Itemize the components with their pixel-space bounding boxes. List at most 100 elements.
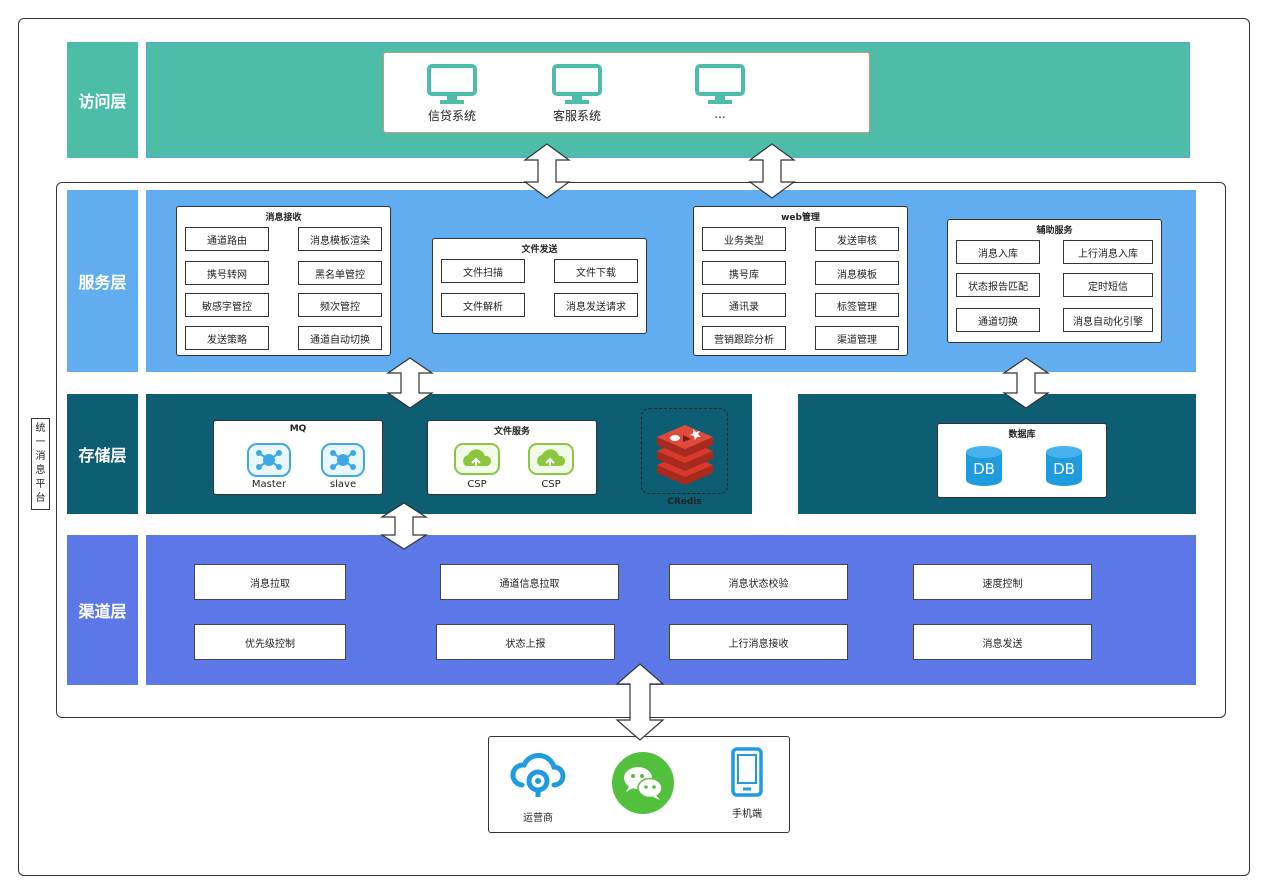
- cloud-upload-icon: [528, 443, 574, 475]
- access-systems-panel: 信贷系统 客服系统 ...: [383, 52, 870, 133]
- service-item: 上行消息入库: [1063, 240, 1153, 264]
- endpoint-label: 运营商: [523, 813, 553, 824]
- file-send-panel: 文件发送 文件扫描 文件下载 文件解析 消息发送请求: [432, 238, 647, 334]
- access-system-name: ...: [714, 107, 726, 121]
- service-item: 定时短信: [1063, 273, 1153, 297]
- service-item: 营销跟踪分析: [702, 326, 786, 350]
- panel-title: 文件服务: [493, 427, 530, 437]
- panel-title: web管理: [781, 213, 820, 223]
- service-item: 消息自动化引擎: [1063, 308, 1153, 332]
- service-item: 通道自动切换: [298, 326, 382, 350]
- service-item: 携号库: [702, 261, 786, 285]
- monitor-icon: [695, 64, 745, 104]
- channel-item: 优先级控制: [194, 624, 346, 660]
- panel-title: 辅助服务: [1036, 226, 1073, 236]
- database-icon: [1046, 446, 1082, 486]
- service-item: 通道路由: [185, 227, 269, 251]
- channel-item: 速度控制: [913, 564, 1092, 600]
- access-system-name: 信贷系统: [427, 109, 476, 123]
- channel-item: 上行消息接收: [669, 624, 848, 660]
- service-layer-label-text: 服务层: [78, 273, 127, 292]
- access-system-name: 客服系统: [552, 109, 601, 123]
- endpoint-operator: 运营商: [503, 747, 573, 827]
- service-item: 消息入库: [956, 240, 1040, 264]
- endpoints-panel: 运营商 手机端: [488, 736, 790, 833]
- redis-box: CRedis: [641, 408, 728, 507]
- service-item: 通道切换: [956, 308, 1040, 332]
- mq-node-icon: [247, 443, 291, 477]
- endpoint-label: 手机端: [732, 809, 762, 820]
- panel-title: 数据库: [1008, 430, 1036, 440]
- file-service-node-label: CSP: [467, 479, 487, 490]
- monitor-icon: [427, 64, 477, 104]
- endpoint-phone: 手机端: [717, 747, 777, 827]
- panel-title: 文件发送: [521, 245, 558, 255]
- mq-node-0: Master: [244, 443, 294, 493]
- mq-node-icon: [321, 443, 365, 477]
- service-item: 业务类型: [702, 227, 786, 251]
- service-item: 黑名单管控: [298, 261, 382, 285]
- db-node-0: DB: [964, 444, 1004, 488]
- service-item: 发送策略: [185, 326, 269, 350]
- storage-layer-label-text: 存储层: [78, 446, 127, 465]
- storage-layer-label: 存储层: [67, 394, 138, 514]
- mq-node-label: slave: [329, 479, 357, 490]
- file-service-node-0: CSP: [452, 443, 502, 493]
- channel-item: 消息拉取: [194, 564, 346, 600]
- service-item: 标签管理: [815, 293, 899, 317]
- service-item: 文件解析: [441, 293, 525, 317]
- mq-node-1: slave: [318, 443, 368, 493]
- service-item: 发送审核: [815, 227, 899, 251]
- redis-icon: [657, 425, 713, 485]
- service-item: 消息模板渲染: [298, 227, 382, 251]
- service-item: 敏感字管控: [185, 293, 269, 317]
- service-item: 频次管控: [298, 293, 382, 317]
- db-node-1: DB: [1044, 444, 1084, 488]
- channel-item: 消息状态校验: [669, 564, 848, 600]
- database-icon: [966, 446, 1002, 486]
- access-layer-label: 访问层: [67, 42, 138, 158]
- channel-layer-band: [146, 535, 1196, 685]
- service-item: 通讯录: [702, 293, 786, 317]
- mq-node-label: Master: [251, 479, 287, 490]
- file-service-panel: 文件服务 CSP CSP: [427, 420, 597, 495]
- message-receive-panel: 消息接收 通道路由 消息模板渲染 携号转网 黑名单管控 敏感字管控 频次管控 发…: [176, 206, 391, 356]
- platform-label-box: 统一消息平台: [31, 418, 50, 510]
- channel-item: 状态上报: [436, 624, 615, 660]
- service-item: 携号转网: [185, 261, 269, 285]
- access-system-0: 信贷系统: [412, 63, 492, 127]
- service-item: 消息模板: [815, 261, 899, 285]
- service-item: 文件下载: [554, 259, 638, 283]
- db-node-label: DB: [973, 460, 995, 478]
- channel-layer-label: 渠道层: [67, 535, 138, 685]
- monitor-icon: [552, 64, 602, 104]
- panel-title: 消息接收: [265, 213, 302, 223]
- redis-label: CRedis: [667, 497, 702, 507]
- channel-item: 通道信息拉取: [440, 564, 619, 600]
- phone-icon: [731, 747, 763, 797]
- database-panel: 数据库 DB DB: [937, 423, 1107, 498]
- service-layer-label: 服务层: [67, 190, 138, 372]
- service-item: 渠道管理: [815, 326, 899, 350]
- outer-frame: [18, 18, 1250, 876]
- endpoint-wechat: [611, 751, 677, 817]
- file-service-node-label: CSP: [541, 479, 561, 490]
- web-management-panel: web管理 业务类型 发送审核 携号库 消息模板 通讯录 标签管理 营销跟踪分析…: [693, 206, 908, 356]
- panel-title: MQ: [289, 424, 307, 434]
- access-system-2: ...: [680, 63, 760, 127]
- db-node-label: DB: [1053, 460, 1075, 478]
- cloud-upload-icon: [454, 443, 500, 475]
- access-system-1: 客服系统: [537, 63, 617, 127]
- access-layer-label-text: 访问层: [78, 92, 127, 111]
- service-item: 消息发送请求: [554, 293, 638, 317]
- service-item: 状态报告匹配: [956, 273, 1040, 297]
- channel-layer-label-text: 渠道层: [78, 602, 127, 621]
- mq-panel: MQ Master slave: [213, 420, 383, 495]
- operator-cloud-icon: [510, 753, 566, 797]
- aux-service-panel: 辅助服务 消息入库 上行消息入库 状态报告匹配 定时短信 通道切换 消息自动化引…: [947, 219, 1162, 343]
- wechat-icon: [612, 752, 674, 814]
- service-item: 文件扫描: [441, 259, 525, 283]
- file-service-node-1: CSP: [526, 443, 576, 493]
- channel-item: 消息发送: [913, 624, 1092, 660]
- platform-label: 统一消息平台: [35, 423, 46, 504]
